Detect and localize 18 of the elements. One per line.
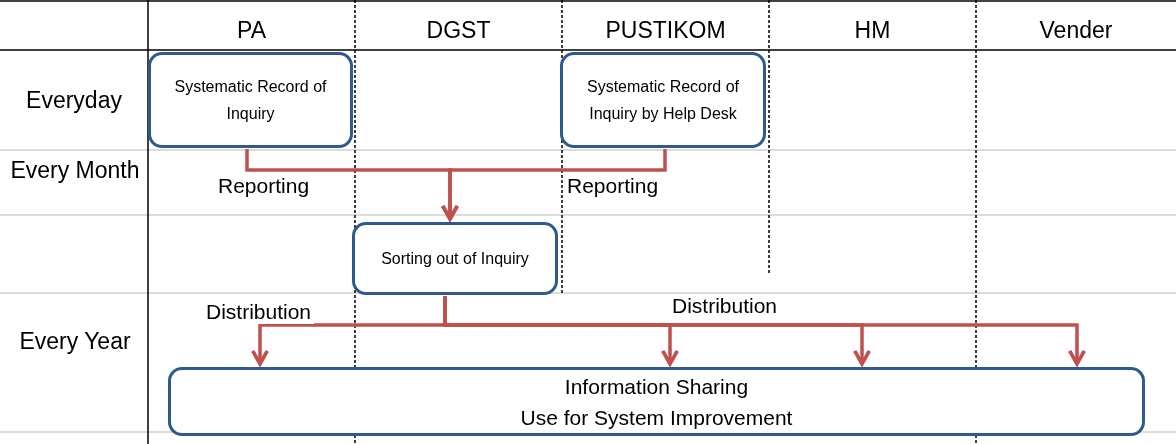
process-box bbox=[148, 52, 353, 148]
box-text: Sorting out of Inquiry bbox=[381, 249, 529, 269]
box-text: Systematic Record of Inquiry bbox=[173, 77, 328, 124]
row-header: Every Year bbox=[18, 327, 132, 356]
box-text: Information Sharing bbox=[564, 373, 749, 400]
process-box bbox=[560, 52, 766, 148]
row-header: Everyday bbox=[25, 86, 123, 115]
column-header: PA bbox=[236, 16, 267, 45]
box-text: Systematic Record of Inquiry by Help Desk bbox=[585, 77, 741, 124]
row-header: Every Month bbox=[10, 156, 140, 185]
column-header: DGST bbox=[425, 16, 492, 45]
process-box bbox=[352, 222, 558, 295]
column-header: Vender bbox=[1038, 16, 1114, 45]
arrow bbox=[440, 149, 667, 221]
column-header: PUSTIKOM bbox=[604, 16, 727, 45]
box-text: Use for System Improvement bbox=[520, 404, 793, 431]
process-box bbox=[168, 367, 1145, 436]
column-header: HM bbox=[853, 16, 892, 45]
